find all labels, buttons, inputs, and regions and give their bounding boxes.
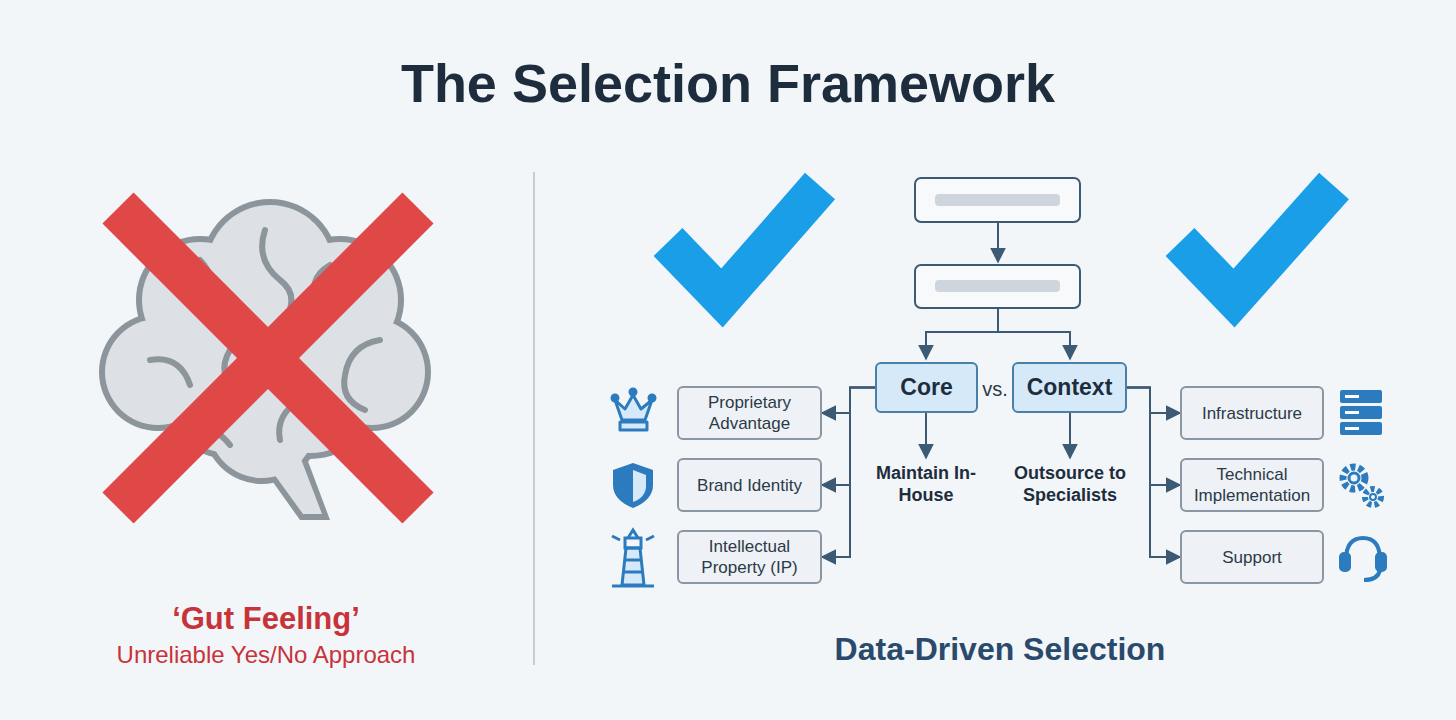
item-box: Infrastructure — [1180, 386, 1324, 440]
shield-icon — [613, 463, 653, 508]
node-text: Brand Identity — [697, 475, 802, 496]
lighthouse-icon — [612, 530, 654, 586]
text-stack: Technical Implementation — [1190, 464, 1314, 506]
section-label: Data-Driven Selection — [780, 630, 1220, 668]
text-stack: Support — [1222, 547, 1282, 568]
node-text: Technical Implementation — [1190, 464, 1314, 506]
node-text: Context — [1027, 377, 1113, 398]
text-stack: Infrastructure — [1202, 403, 1302, 424]
gears-icon — [1343, 467, 1381, 505]
item-box: Technical Implementation — [1180, 458, 1324, 512]
connector-word: vs. — [976, 377, 1014, 401]
text-stack: Brand Identity — [697, 475, 802, 496]
server-icon — [1340, 390, 1382, 435]
brain-icon — [99, 199, 431, 520]
item-box: Intellectual Property (IP) — [677, 530, 822, 584]
label-subtitle: Unreliable Yes/No Approach — [40, 640, 492, 669]
node-text: Proprietary Advantage — [687, 392, 812, 434]
text-stack: Context — [1027, 377, 1113, 398]
placeholder-bar — [935, 280, 1060, 292]
item-box: Support — [1180, 530, 1324, 584]
placeholder-bar — [935, 194, 1060, 206]
node-text: Intellectual Property (IP) — [687, 536, 812, 578]
outcome-label: Maintain In-House — [871, 462, 981, 506]
connector-arrow — [822, 388, 875, 558]
checkmark — [668, 186, 820, 298]
text-stack: Core — [900, 377, 952, 398]
node-text: Infrastructure — [1202, 403, 1302, 424]
category-box: Core — [875, 362, 978, 413]
outcome-label: Outsource to Specialists — [1000, 462, 1140, 506]
connector-arrow — [822, 388, 875, 486]
node-text: Core — [900, 377, 952, 398]
crown-icon — [612, 389, 655, 430]
red-cross — [118, 208, 418, 508]
item-box: Brand Identity — [677, 458, 822, 512]
divider-line — [533, 172, 535, 665]
text-stack: Intellectual Property (IP) — [687, 536, 812, 578]
flow-arrows — [926, 222, 1070, 458]
connector-arrow — [1127, 388, 1180, 486]
category-box: Context — [1012, 362, 1127, 413]
text-stack: Proprietary Advantage — [687, 392, 812, 434]
checkmark — [1180, 186, 1334, 298]
label-heading: ‘Gut Feeling’ — [40, 600, 492, 637]
connector-arrow — [1127, 388, 1180, 558]
item-box: Proprietary Advantage — [677, 386, 822, 440]
headset-icon — [1341, 538, 1385, 580]
diagram-title: The Selection Framework — [0, 52, 1456, 114]
placeholder-box — [915, 265, 1080, 308]
connector-arrow — [822, 388, 875, 414]
connector-arrow — [1127, 388, 1180, 414]
node-text: Support — [1222, 547, 1282, 568]
placeholder-box — [915, 178, 1080, 222]
